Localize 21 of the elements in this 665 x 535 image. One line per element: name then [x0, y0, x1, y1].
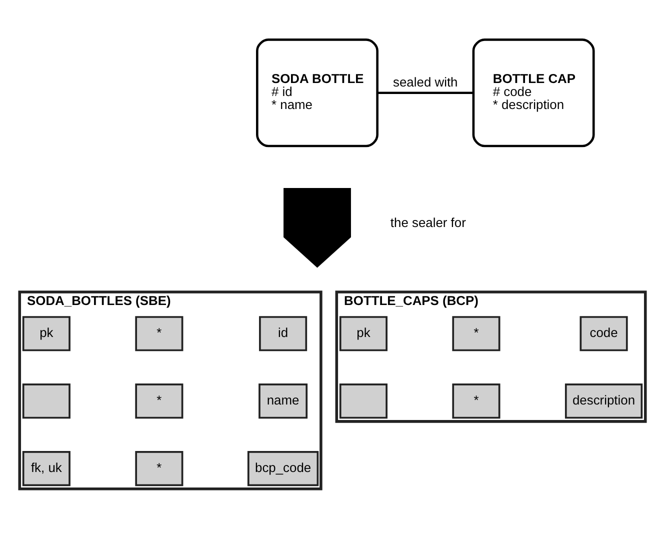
connector [378, 91, 474, 94]
node-arrow [284, 188, 351, 268]
node-box [22, 383, 70, 418]
node-box: * [135, 316, 184, 351]
node-box: description [564, 383, 643, 418]
node-box: BOTTLE CAP # code * description [472, 38, 595, 147]
node-box: fk, uk [22, 450, 70, 486]
node-box: * [135, 450, 184, 486]
node-box [339, 383, 388, 418]
node-box: SODA BOTTLE # id * name [256, 38, 378, 147]
node-box: pk [339, 316, 388, 351]
node-box: * [452, 316, 500, 351]
node-box: name [258, 383, 308, 418]
node-box: * [452, 383, 500, 418]
label: the sealer for [390, 214, 466, 230]
node-box: pk [22, 316, 70, 351]
node-box: * [135, 383, 184, 418]
node-box: bcp_code [247, 450, 319, 486]
edge-label: sealed with [393, 74, 458, 90]
node-box: code [580, 316, 628, 351]
node-box: id [259, 316, 308, 351]
